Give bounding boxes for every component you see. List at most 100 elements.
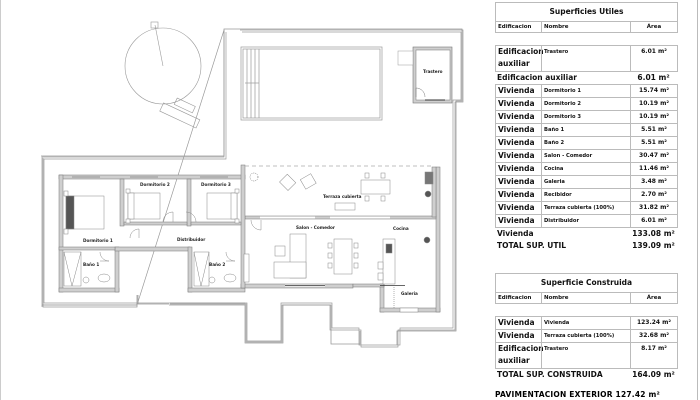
cell-edificacion: Vivienda	[498, 318, 535, 327]
cell-edificacion: Vivienda	[498, 177, 535, 186]
subtotal-vivienda: Vivienda 133.08 m²	[495, 228, 678, 240]
table-row: Edificacion auxiliar Trastero 6.01 m²	[496, 46, 677, 72]
subtotal-area: 6.01 m²	[637, 73, 670, 82]
floor-plan: Trastero	[41, 21, 464, 348]
total-area: 164.09 m²	[632, 370, 675, 379]
cell-edificacion: Vivienda	[498, 112, 535, 121]
total-label: TOTAL SUP. CONSTRUIDA	[497, 370, 603, 379]
cell-nombre: Cocina	[541, 163, 630, 175]
bano-1-fixtures	[63, 251, 111, 287]
cell-edificacion: Vivienda	[498, 151, 535, 160]
bed-dormitorio-1	[63, 190, 105, 235]
table-header: Superficie Construida Edificacion Nombre…	[495, 273, 678, 304]
table-row: Vivienda Terraza cubierta (100%)32.68 m²	[496, 330, 677, 343]
cell-area: 31.82 m²	[630, 202, 677, 214]
col-area: Área	[630, 22, 677, 32]
frame-left-border	[0, 0, 1, 400]
column-headers: Edificacion Nombre Área	[496, 22, 677, 32]
cell-area: 123.24 m²	[630, 317, 677, 329]
aux-rows: Edificacion auxiliar Trastero 6.01 m²	[495, 45, 678, 72]
cell-nombre: Distribuidor	[541, 215, 630, 227]
cell-nombre: Salon - Comedor	[541, 150, 630, 162]
trastero-building: Trastero	[397, 46, 453, 104]
cell-nombre: Trastero	[541, 343, 630, 368]
cell-area: 6.01 m²	[630, 215, 677, 227]
frame-right-border	[697, 0, 698, 400]
label-dormitorio-1: Dormitorio 1	[83, 238, 113, 243]
col-nombre: Nombre	[541, 22, 630, 32]
col-area: Área	[630, 293, 677, 303]
label-salon: Salon - Comedor	[296, 225, 336, 230]
subtotal-area: 133.08 m²	[632, 229, 675, 238]
table-row: Vivienda Terraza cubierta (100%)31.82 m²	[496, 202, 677, 215]
cell-area: 5.51 m²	[630, 124, 677, 136]
label-dormitorio-3: Dormitorio 3	[201, 182, 231, 187]
bano-2-fixtures	[193, 251, 237, 287]
label-bano-2: Baño 2	[209, 262, 225, 267]
salon-furniture	[250, 219, 431, 285]
cell-edificacion: Edificacion auxiliar	[498, 344, 544, 365]
cell-area: 10.19 m²	[630, 111, 677, 123]
cell-edificacion: Vivienda	[498, 190, 535, 199]
plot-boundary	[41, 29, 464, 348]
subtotal-aux: Edificacion auxiliar 6.01 m²	[495, 72, 678, 84]
cell-area: 15.74 m²	[630, 85, 677, 97]
pavimentacion-exterior: PAVIMENTACION EXTERIOR 127.42 m²	[495, 390, 660, 399]
cell-nombre: Terraza cubierta (100%)	[541, 202, 630, 214]
label-trastero: Trastero	[423, 69, 443, 74]
cell-edificacion: Edificacion auxiliar	[498, 47, 544, 68]
cell-edificacion: Vivienda	[498, 164, 535, 173]
house	[58, 164, 441, 313]
table-title: Superficie Construida	[496, 274, 677, 293]
cell-nombre: Dormitorio 3	[541, 111, 630, 123]
label-galeria: Galeria	[401, 291, 418, 296]
superficies-utiles-table: Superficies Utiles Edificacion Nombre Ár…	[495, 2, 678, 252]
cell-area: 8.17 m²	[630, 343, 677, 368]
table-header: Superficies Utiles Edificacion Nombre Ár…	[495, 2, 678, 33]
cell-nombre: Recibidor	[541, 189, 630, 201]
cell-nombre: Dormitorio 1	[541, 85, 630, 97]
cell-nombre: Galeria	[541, 176, 630, 188]
total-label: TOTAL SUP. UTIL	[497, 241, 567, 250]
bed-dormitorio-2	[125, 188, 174, 224]
superficie-construida-table: Superficie Construida Edificacion Nombre…	[495, 273, 678, 381]
label-cocina: Cocina	[393, 226, 409, 231]
label-bano-1: Baño 1	[83, 262, 99, 267]
cell-edificacion: Vivienda	[498, 138, 535, 147]
label-dormitorio-2: Dormitorio 2	[140, 182, 170, 187]
cell-nombre: Terraza cubierta (100%)	[541, 330, 630, 342]
subtotal-label: Edificacion auxiliar	[497, 73, 577, 82]
pool	[240, 46, 383, 121]
col-nombre: Nombre	[541, 293, 630, 303]
cell-edificacion: Vivienda	[498, 331, 535, 340]
cell-edificacion: Vivienda	[498, 99, 535, 108]
cell-edificacion: Vivienda	[498, 86, 535, 95]
cell-nombre: Vivienda	[541, 317, 630, 329]
cell-nombre: Trastero	[541, 46, 630, 71]
cell-edificacion: Vivienda	[498, 125, 535, 134]
total-sup-construida: TOTAL SUP. CONSTRUIDA 164.09 m²	[495, 369, 678, 381]
bed-dormitorio-3	[185, 188, 240, 224]
cell-area: 32.68 m²	[630, 330, 677, 342]
cell-nombre: Dormitorio 2	[541, 98, 630, 110]
col-edificacion: Edificacion	[498, 295, 532, 301]
label-distribuidor: Distribuidor	[177, 237, 206, 242]
cell-area: 3.48 m²	[630, 176, 677, 188]
cell-area: 11.46 m²	[630, 163, 677, 175]
parasol	[124, 21, 202, 129]
cell-edificacion: Vivienda	[498, 216, 535, 225]
cell-edificacion: Vivienda	[498, 203, 535, 212]
table-title: Superficies Utiles	[496, 3, 677, 22]
